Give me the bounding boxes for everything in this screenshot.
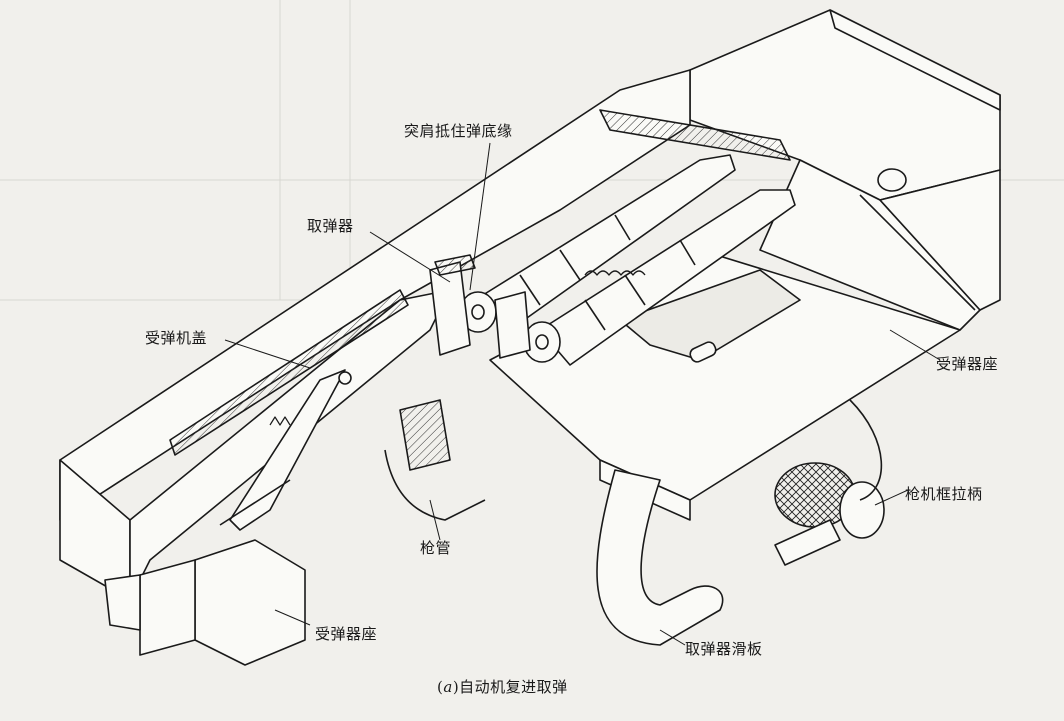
charging-handle <box>774 462 885 566</box>
cartridge-upper <box>459 154 736 333</box>
label-charging-handle: 枪机框拉柄 <box>905 485 983 503</box>
caption-letter: a <box>443 678 453 696</box>
label-shoulder: 突肩抵住弹底缘 <box>404 122 513 140</box>
extractor-slide <box>596 399 883 646</box>
barrel <box>384 399 486 521</box>
receiver-seat-right <box>689 9 1001 331</box>
label-receiver-seat-right: 受弹器座 <box>936 355 999 373</box>
extractor-block <box>429 254 531 359</box>
figure-caption: (a)自动机复进取弹 <box>437 676 568 697</box>
label-extractor: 取弹器 <box>307 217 354 235</box>
label-extractor-slide: 取弹器滑板 <box>685 640 763 658</box>
caption-text: )自动机复进取弹 <box>452 678 568 696</box>
label-barrel: 枪管 <box>420 539 452 557</box>
cartridge-lower <box>523 189 796 366</box>
caption-prefix: ( <box>437 678 444 696</box>
feed-lever <box>219 369 352 531</box>
label-receiver-seat-bottom: 受弹器座 <box>315 625 378 643</box>
receiver-seat-bottom <box>104 539 306 666</box>
leader-lines <box>224 142 941 646</box>
link-spring <box>584 270 646 276</box>
label-feed-cover: 受弹机盖 <box>145 329 208 347</box>
